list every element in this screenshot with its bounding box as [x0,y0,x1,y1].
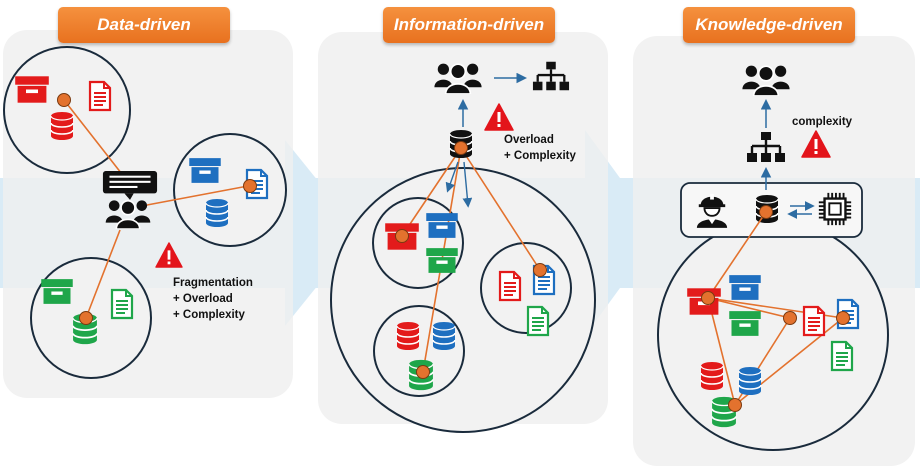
folder-icon [426,248,458,273]
document-icon [802,305,826,337]
document-icon [110,288,134,320]
folder-icon [729,275,761,300]
document-icon [830,340,854,372]
database-icon [700,361,724,391]
issue-overload: + Overload [173,293,233,305]
panel-title-data-driven: Data-driven [58,7,230,43]
folder-icon [189,158,221,183]
chip-icon [817,191,853,227]
document-icon [498,270,522,302]
folder-icon [15,76,49,103]
document-icon [526,305,550,337]
issue-overload: Overload [504,134,554,146]
knowledge-driven-issues: complexity [792,114,852,130]
folder-icon [729,311,761,336]
database-icon [205,198,229,228]
folder-icon [41,279,73,304]
panel-data-driven [3,46,287,379]
panel-knowledge-driven [657,64,889,451]
issue-complexity: + Complexity [173,309,245,321]
folder-icon [426,213,458,238]
data-driven-issues: Fragmentation + Overload + Complexity [173,275,253,323]
information-driven-issues: Overload + Complexity [504,132,576,164]
database-icon [50,111,74,141]
issue-complexity: + Complexity [504,150,576,162]
issue-complexity: complexity [792,116,853,128]
database-icon [396,321,420,351]
database-icon [432,321,456,351]
panel-title-knowledge-driven: Knowledge-driven [683,7,855,43]
panel-information-driven [330,60,596,433]
database-icon [738,366,762,396]
issue-fragmentation: Fragmentation [173,277,253,289]
document-icon [88,80,112,112]
panel-title-information-driven: Information-driven [383,7,555,43]
